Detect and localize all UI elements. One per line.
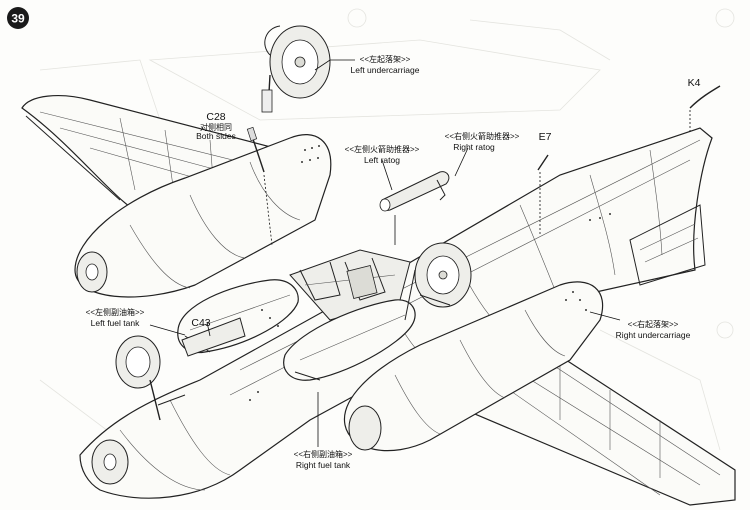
callout-cn-right-fuel-tank: <<右侧副油箱>> — [294, 449, 353, 459]
right-fuel-tank — [283, 299, 416, 381]
part-c28 — [246, 126, 273, 246]
step-badge: 39 — [7, 7, 29, 29]
label-k4: K4 — [688, 77, 701, 89]
part-e7 — [537, 154, 549, 236]
part-c43 — [181, 317, 246, 357]
part-code-e7: E7 — [539, 131, 552, 143]
callout-en-left-fuel-tank: Left fuel tank — [91, 318, 140, 328]
part-code-c43: C43 — [191, 317, 210, 329]
callout-cn-left-fuel-tank: <<左侧副油箱>> — [86, 307, 145, 317]
rivet-pattern — [249, 145, 611, 401]
callout-left-fuel-tank: <<左侧副油箱>> Left fuel tank — [86, 307, 145, 328]
nose-wheel — [115, 335, 186, 421]
callout-en-right-ratog: Right ratog — [453, 142, 495, 152]
leader-lines — [149, 59, 621, 447]
callout-right-fuel-tank: <<右侧副油箱>> Right fuel tank — [294, 449, 353, 470]
callout-cn-left-undercarriage: <<左起落架>> — [360, 54, 411, 64]
callout-left-ratog: <<左侧火箭助推器>> Left ratog — [345, 144, 420, 165]
callout-left-undercarriage: <<左起落架>> Left undercarriage — [351, 54, 420, 75]
part-code-c28: C28 — [206, 111, 225, 123]
left-engine-nacelle — [74, 134, 332, 298]
callout-en-right-undercarriage: Right undercarriage — [616, 330, 691, 340]
part-code-k4: K4 — [688, 77, 701, 89]
label-c28: C28 对侧相同 Both sides — [196, 111, 236, 141]
callout-right-ratog: <<右侧火箭助推器>> Right ratog — [445, 131, 520, 152]
callout-cn-right-undercarriage: <<右起落架>> — [628, 319, 679, 329]
part-note-cn-c28: 对侧相同 — [200, 122, 232, 132]
step-number: 39 — [11, 12, 25, 26]
callout-en-left-undercarriage: Left undercarriage — [351, 65, 420, 75]
label-c43: C43 — [191, 317, 210, 329]
left-undercarriage — [261, 25, 331, 113]
part-k4 — [689, 85, 721, 132]
callout-cn-left-ratog: <<左侧火箭助推器>> — [345, 144, 420, 154]
right-undercarriage — [404, 242, 472, 321]
right-engine-nacelle — [343, 281, 604, 452]
right-ratog — [436, 179, 446, 201]
callout-right-undercarriage: <<右起落架>> Right undercarriage — [616, 319, 691, 340]
callout-en-left-ratog: Left ratog — [364, 155, 400, 165]
part-note-en-c28: Both sides — [196, 131, 236, 141]
label-e7: E7 — [539, 131, 552, 143]
left-ratog — [379, 171, 450, 245]
callout-cn-right-ratog: <<右侧火箭助推器>> — [445, 131, 520, 141]
callout-en-right-fuel-tank: Right fuel tank — [296, 460, 351, 470]
